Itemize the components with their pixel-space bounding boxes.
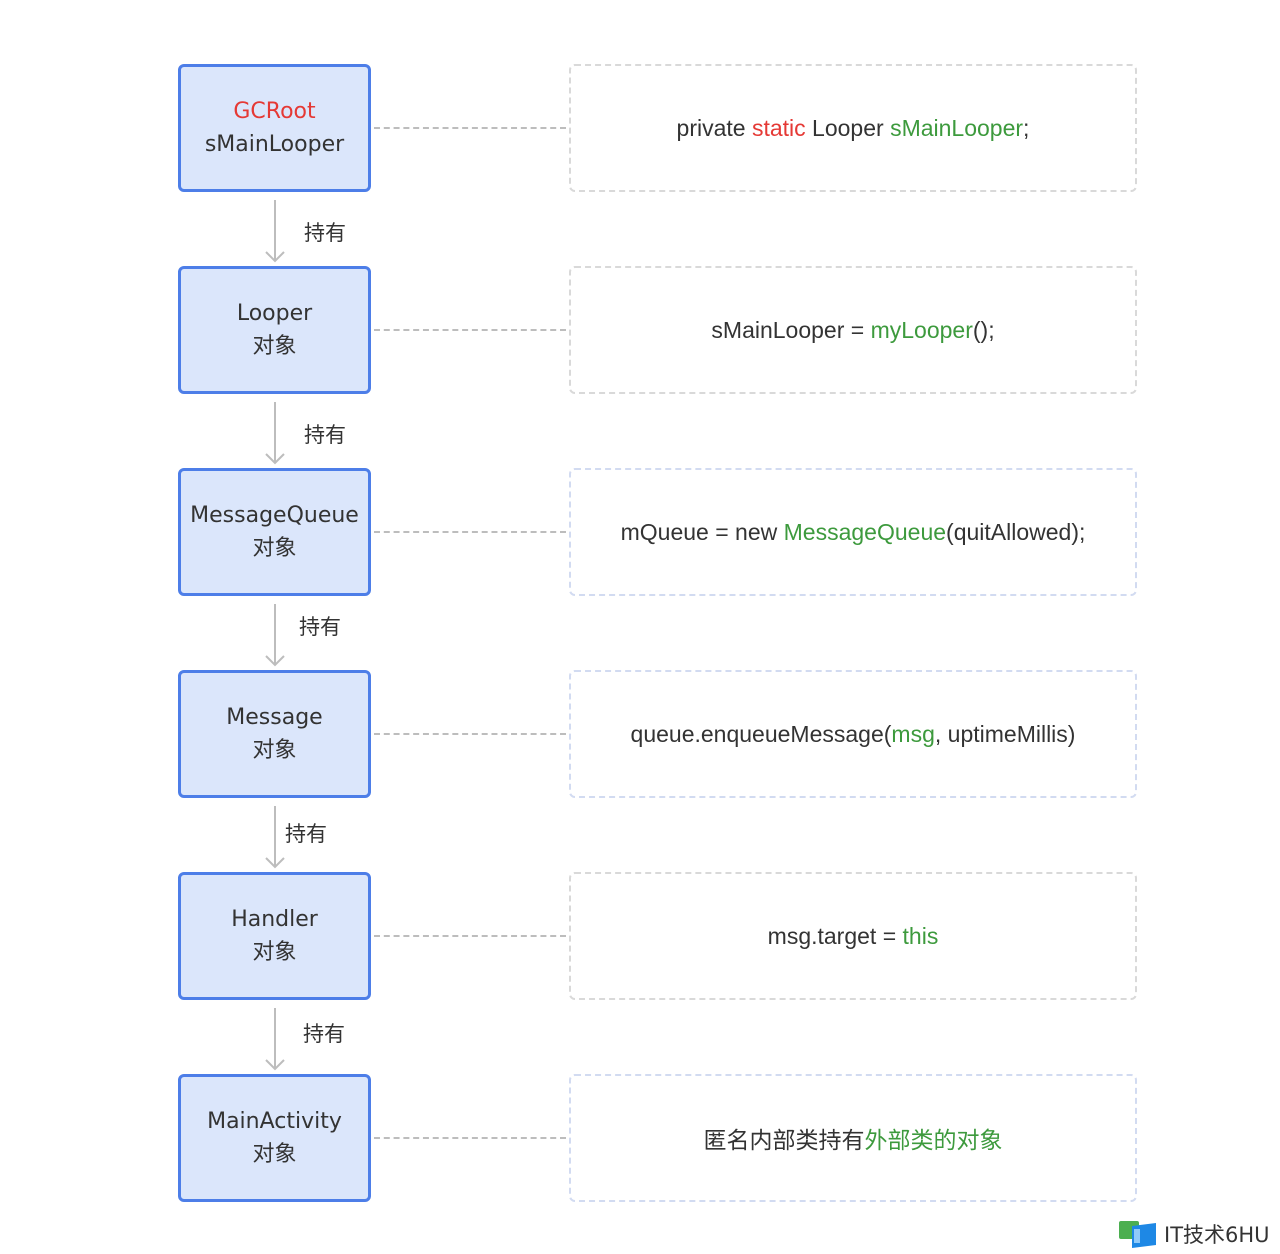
- code-segment: mQueue = new: [620, 518, 784, 545]
- node-label-line1: GCRoot: [233, 99, 316, 124]
- node-label-line1: MessageQueue: [190, 503, 359, 528]
- code-box: queue.enqueueMessage(msg, uptimeMillis): [569, 670, 1137, 798]
- code-box: private static Looper sMainLooper;: [569, 64, 1137, 192]
- edge-label: 持有: [303, 1022, 345, 1046]
- node-label-line2: 对象: [252, 334, 297, 359]
- watermark: IT技术6HU: [1118, 1218, 1270, 1250]
- code-segment: 外部类的对象: [864, 1127, 1003, 1153]
- edge-label: 持有: [299, 615, 341, 639]
- code-box: msg.target = this: [569, 872, 1137, 1000]
- code-segment: myLooper: [870, 316, 973, 343]
- logo-icon: [1119, 1221, 1156, 1248]
- code-segment: Looper: [805, 114, 891, 141]
- code-segment: msg.target =: [767, 922, 903, 949]
- code-segment: MessageQueue: [783, 518, 947, 545]
- node-label-line2: 对象: [252, 536, 297, 561]
- code-segment: queue.enqueueMessage(: [630, 720, 892, 747]
- node-messagequeue: MessageQueue 对象: [178, 468, 371, 596]
- code-box: sMainLooper = myLooper();: [569, 266, 1137, 394]
- code-segment: ();: [972, 316, 995, 343]
- connector-line: [374, 935, 566, 937]
- node-label-line2: sMainLooper: [204, 132, 345, 157]
- connector-line: [374, 733, 566, 735]
- node-label-line2: 对象: [252, 1142, 297, 1167]
- watermark-text: IT技术6HU: [1164, 1223, 1270, 1247]
- arrow-down-icon: [265, 200, 285, 263]
- node-looper: Looper 对象: [178, 266, 371, 394]
- connector-line: [374, 127, 566, 129]
- node-label-line1: Looper: [236, 301, 313, 326]
- code-box: 匿名内部类持有外部类的对象: [569, 1074, 1137, 1202]
- code-segment: ;: [1023, 114, 1030, 141]
- edge-label: 持有: [304, 423, 346, 447]
- edge-label: 持有: [304, 221, 346, 245]
- node-gcroot-smainlooper: GCRoot sMainLooper: [178, 64, 371, 192]
- code-segment: this: [902, 922, 939, 949]
- node-mainactivity: MainActivity 对象: [178, 1074, 371, 1202]
- node-label-line2: 对象: [252, 940, 297, 965]
- connector-line: [374, 1137, 566, 1139]
- code-segment: private: [676, 114, 752, 141]
- node-handler: Handler 对象: [178, 872, 371, 1000]
- connector-line: [374, 329, 566, 331]
- connector-line: [374, 531, 566, 533]
- arrow-down-icon: [265, 1008, 285, 1071]
- arrow-down-icon: [265, 806, 285, 869]
- code-segment: , uptimeMillis): [934, 720, 1076, 747]
- node-label-line1: Message: [226, 705, 323, 730]
- node-message: Message 对象: [178, 670, 371, 798]
- code-segment: 匿名内部类持有: [703, 1127, 865, 1153]
- code-segment: msg: [891, 720, 935, 747]
- code-segment: sMainLooper: [890, 114, 1024, 141]
- node-label-line1: MainActivity: [207, 1109, 342, 1134]
- arrow-down-icon: [265, 604, 285, 667]
- code-segment: static: [751, 114, 806, 141]
- code-segment: (quitAllowed);: [946, 518, 1086, 545]
- code-segment: sMainLooper =: [711, 316, 871, 343]
- node-label-line1: Handler: [231, 907, 318, 932]
- edge-label: 持有: [285, 822, 327, 846]
- node-label-line2: 对象: [252, 738, 297, 763]
- code-box: mQueue = new MessageQueue(quitAllowed);: [569, 468, 1137, 596]
- arrow-down-icon: [265, 402, 285, 465]
